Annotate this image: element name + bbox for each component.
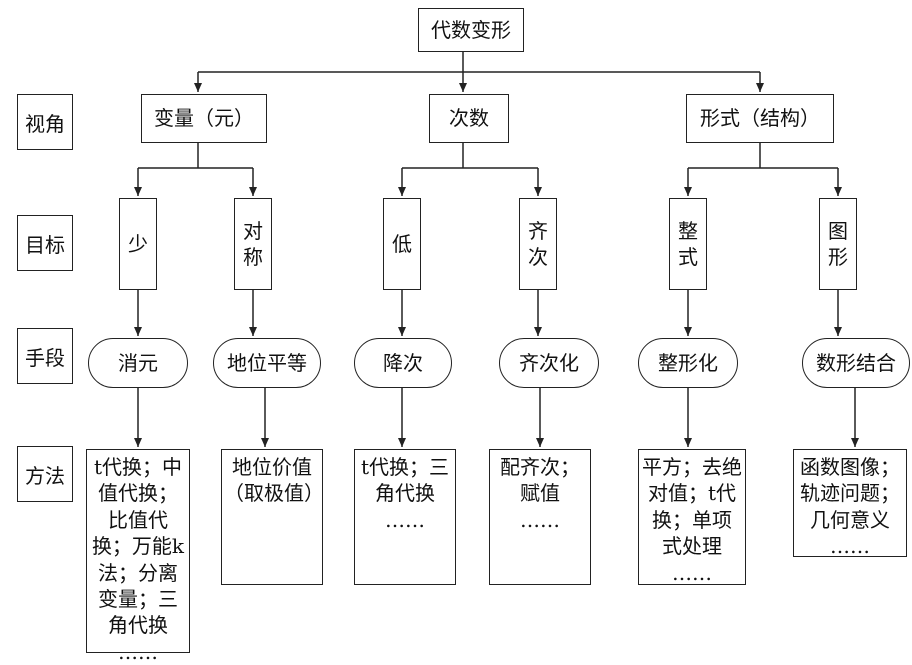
- method-homogeneous-list: 配齐次； 赋值 ……: [489, 449, 591, 585]
- goal-homogeneous-char-2: 次: [528, 245, 548, 269]
- perspective-variable: 变量（元）: [141, 94, 267, 143]
- goal-graph-char-2: 形: [828, 245, 848, 269]
- goal-low: 低: [383, 198, 421, 290]
- goal-fewer-char-1: 少: [128, 232, 148, 256]
- goal-homogeneous: 齐 次: [519, 198, 557, 290]
- side-label-means: 手段: [17, 328, 73, 384]
- method-graph-list: 函数图像； 轨迹问题； 几何意义 ……: [793, 449, 907, 558]
- root-node: 代数变形: [418, 8, 524, 52]
- perspective-degree: 次数: [429, 94, 509, 143]
- goal-symmetric-char-2: 称: [243, 245, 263, 269]
- goal-fewer: 少: [119, 198, 157, 290]
- method-degree-list: t代换；三 角代换 ……: [354, 449, 456, 585]
- goal-polynomial-char-1: 整: [678, 219, 698, 243]
- means-degree-reduction: 降次: [354, 338, 452, 388]
- goal-symmetric: 对 称: [234, 198, 272, 290]
- means-equal-status: 地位平等: [213, 338, 321, 388]
- goal-graph: 图 形: [819, 198, 857, 290]
- means-integralization: 整形化: [638, 338, 738, 388]
- goal-symmetric-char-1: 对: [243, 219, 263, 243]
- perspective-form: 形式（结构）: [686, 94, 834, 143]
- goal-homogeneous-char-1: 齐: [528, 219, 548, 243]
- side-label-method: 方法: [17, 446, 73, 502]
- means-number-shape: 数形结合: [802, 338, 910, 388]
- goal-low-char-1: 低: [392, 232, 412, 256]
- side-label-goal: 目标: [17, 215, 73, 271]
- side-label-perspective: 视角: [17, 94, 73, 150]
- method-polynomial-list: 平方；去绝 对值；t代 换；单项 式处理 ……: [638, 449, 746, 585]
- method-variable-list: t代换；中 值代换； 比值代 换；万能k 法；分离 变量；三 角代换 ……: [86, 449, 190, 664]
- goal-polynomial: 整 式: [669, 198, 707, 290]
- means-homogenization: 齐次化: [499, 338, 599, 388]
- method-equal-status-list: 地位价值 （取极值）: [221, 449, 324, 585]
- means-elimination: 消元: [88, 338, 188, 388]
- goal-polynomial-char-2: 式: [678, 245, 698, 269]
- goal-graph-char-1: 图: [828, 219, 848, 243]
